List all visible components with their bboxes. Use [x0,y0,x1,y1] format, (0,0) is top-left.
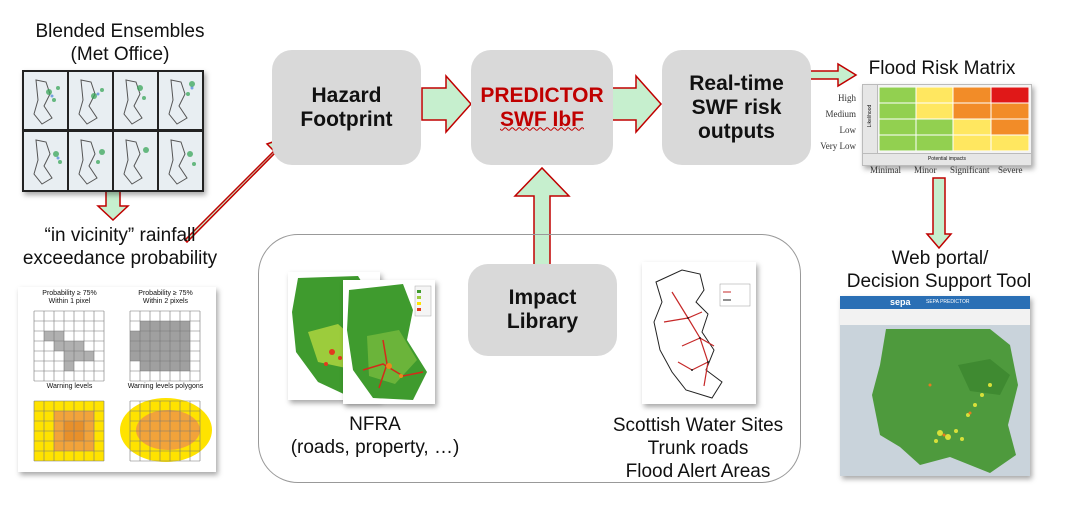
scotland-network-map [642,262,756,404]
portal-toolbar [840,309,1030,326]
impact-labels: Minimal Minor Significant Severe [870,165,1035,177]
panel-sub-2pixels: Within 2 pixels [142,298,189,305]
likelihood-medium: Medium [825,109,857,119]
nfra-label-line2: (roads, property, …) [290,437,460,458]
predictor-line1: PREDICTOR [480,83,604,107]
panel-title-1pixel: Probability ≥ 75% [42,290,97,297]
realtime-line2: SWF risk [691,95,782,119]
ensemble-maps-grid [22,70,204,192]
arrow-ensembles-to-vicinity [96,189,130,222]
nfra-map-2 [343,280,435,404]
scottish-water-label: Scottish Water Sites [612,415,784,436]
realtime-outputs-box: Real-time SWF risk outputs [662,50,811,165]
nfra-label-line1: NFRA [349,414,401,435]
portal-map-graphic [840,325,1030,476]
vicinity-label-line2: exceedance probability [22,248,218,269]
vicinity-grids-graphic [33,310,212,462]
web-portal-label-line2: Decision Support Tool [846,271,1032,292]
realtime-line1: Real-time [689,71,784,95]
arrow-hazard-to-predictor [421,74,473,134]
blended-ensembles-subtitle: (Met Office) [70,44,170,65]
arrow-matrix-to-portal [925,177,953,250]
hazard-footprint-box: Hazard Footprint [272,50,421,165]
vicinity-probability-panel: Probability ≥ 75% Within 1 pixel Probabi… [18,287,216,472]
portal-brand: sepa [890,297,911,307]
hazard-footprint-line1: Hazard [311,83,382,107]
impact-library-box: Impact Library [468,264,617,356]
portal-title: SEPA PREDICTOR [926,299,970,305]
impact-library-line1: Impact [508,286,577,309]
likelihood-axis-label: Likelihood [867,104,873,128]
vicinity-label-line1: “in vicinity” rainfall [44,225,196,246]
hazard-footprint-line2: Footprint [300,107,393,131]
likelihood-very-low: Very Low [820,141,856,151]
web-portal-screenshot: sepa SEPA PREDICTOR [840,296,1030,476]
realtime-line3: outputs [698,119,775,143]
likelihood-low: Low [839,125,857,135]
predictor-line2: SWF IbF [500,107,584,131]
impact-severe: Severe [998,165,1023,175]
flood-risk-matrix-title: Flood Risk Matrix [868,58,1016,79]
scotland-network-graphic [653,269,751,399]
arrow-predictor-to-realtime [611,74,663,134]
likelihood-labels: High Medium Low Very Low [808,90,856,154]
matrix-cells [879,87,1029,151]
likelihood-axis: Likelihood [863,85,878,153]
panel-title-2pixels: Probability ≥ 75% [138,290,193,297]
nfra-map-2-graphic [347,284,432,400]
arrow-impact-to-predictor [513,166,571,269]
impact-minor: Minor [914,165,937,175]
impact-library-group [258,234,801,483]
portal-header: sepa SEPA PREDICTOR [840,296,1030,309]
flood-risk-matrix: Likelihood Potential impacts [862,84,1032,166]
impact-significant: Significant [950,165,990,175]
panel-title-warning-levels: Warning levels [46,383,93,390]
trunk-roads-label: Trunk roads [647,438,749,459]
impact-minimal: Minimal [870,165,901,175]
flood-alert-areas-label: Flood Alert Areas [625,461,771,482]
web-portal-label-line1: Web portal/ [891,248,989,269]
predictor-box: PREDICTOR SWF IbF [471,50,613,165]
impact-library-line2: Library [506,310,579,333]
impact-axis-label: Potential impacts [863,153,1031,165]
panel-title-warning-polygons: Warning levels polygons [127,383,204,390]
blended-ensembles-title: Blended Ensembles [35,21,205,42]
ensemble-maps-graphic [24,72,202,190]
likelihood-high: High [838,93,856,103]
panel-sub-1pixel: Within 1 pixel [48,298,91,305]
